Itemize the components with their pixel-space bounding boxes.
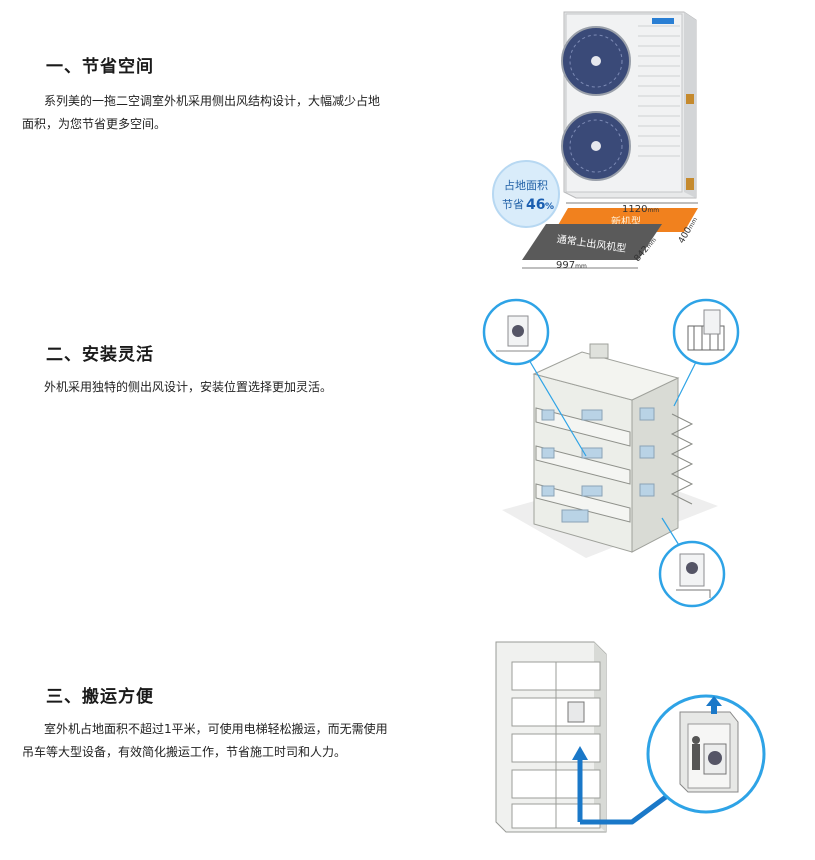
callout-bracket [658, 540, 726, 608]
old-footprint [522, 224, 662, 260]
brand-logo-icon [652, 18, 674, 24]
callout-balcony [672, 298, 740, 366]
callout-wall-mount [482, 298, 550, 366]
section-1-body: 系列美的一拖二空调室外机采用侧出风结构设计，大幅减少占地面积，为您节省更多空间。 [22, 94, 381, 131]
elevator-transport-illustration [495, 641, 766, 833]
savings-badge [492, 160, 560, 228]
outdoor-unit-image [561, 11, 697, 199]
badge-line1: 占地面积 [504, 178, 548, 192]
installation-building-illustration [482, 298, 740, 608]
elevator-callout [646, 694, 766, 814]
section-1-title: 一、节省空间 [46, 57, 154, 77]
badge-percent-sign: % [545, 202, 554, 212]
dim-width-new: 1120mm [622, 204, 659, 215]
badge-line2: 节省 [502, 198, 524, 211]
section-3-title: 三、搬运方便 [46, 687, 154, 707]
unit-on-floor [567, 701, 585, 723]
dim-width-old: 997mm [556, 260, 587, 271]
section-2-title: 二、安装灵活 [46, 345, 154, 365]
badge-percent: 46 [526, 197, 545, 213]
section-3-body: 室外机占地面积不超过1平米，可使用电梯轻松搬运，而无需使用吊车等大型设备，有效简… [22, 722, 388, 759]
section-2-body: 外机采用独特的侧出风设计，安装位置选择更加灵活。 [44, 380, 333, 394]
footprint-comparison-illustration: 新机型 通常上出风机型 1120mm 997mm 842mm 400mm 占地面… [492, 11, 699, 271]
transport-arrow [577, 756, 680, 825]
